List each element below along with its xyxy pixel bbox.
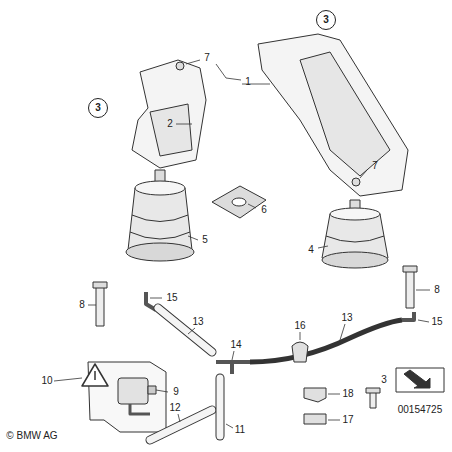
leader-line: [176, 124, 192, 125]
mount-ribs: [326, 236, 384, 242]
callout-number: 3: [95, 102, 101, 114]
mount-top: [330, 208, 380, 220]
callout-number: 1: [245, 76, 251, 88]
bolt-icon: [370, 392, 376, 408]
nut: [352, 178, 360, 186]
callout-number: 2: [167, 118, 173, 130]
pad-hole: [232, 198, 246, 206]
mount-base: [126, 243, 194, 261]
bracket: [258, 34, 408, 196]
leader-line: [300, 332, 301, 340]
leader-line: [318, 246, 328, 248]
leader-line: [340, 324, 345, 340]
bolt-head: [403, 266, 417, 272]
callout-number: 13: [192, 316, 203, 328]
callout-number: 15: [431, 316, 442, 328]
t-piece: [216, 362, 250, 374]
callout-number: 3: [323, 14, 329, 26]
leader-line: [186, 60, 200, 64]
leader-line: [232, 351, 234, 360]
leader-line: [418, 320, 429, 322]
bolt-icon-head: [366, 388, 380, 393]
nut: [176, 62, 184, 70]
pad: [212, 186, 266, 218]
drawing-note: © BMW AG: [6, 430, 57, 442]
leader-line: [328, 394, 340, 395]
callout-circle: 3: [88, 98, 108, 118]
mount-base: [322, 252, 388, 268]
hose-inner: [158, 308, 212, 352]
hose: [158, 308, 212, 352]
leader-line: [54, 378, 82, 381]
callout-number: 7: [372, 160, 378, 172]
bolt: [406, 270, 414, 308]
hose-inner: [217, 378, 224, 436]
bracket-face: [300, 52, 390, 176]
bolt-head: [93, 282, 107, 288]
bracket: [132, 60, 206, 168]
callout-number: 5: [202, 234, 208, 246]
callout-number: 8: [434, 284, 440, 296]
callout-number: 4: [308, 244, 314, 256]
callout-number: 16: [294, 320, 305, 332]
callout-number: 12: [169, 402, 180, 414]
leader-line: [156, 390, 168, 392]
leader-line: [150, 298, 162, 299]
hose-inner: [150, 410, 212, 440]
hose: [250, 320, 402, 362]
leader-line: [178, 414, 180, 422]
icon-box: [396, 368, 444, 392]
bracket-face: [150, 104, 192, 156]
warning-label: [82, 364, 108, 386]
mount-top: [135, 181, 185, 195]
mount-ribs: [130, 215, 190, 239]
warning-mark: [94, 371, 96, 380]
arrow-icon: [404, 370, 430, 388]
leader-line: [416, 290, 430, 291]
valve-outlet: [130, 404, 150, 414]
leader-line: [216, 64, 241, 80]
drawing-note: 00154725: [398, 404, 443, 416]
leader-line: [88, 305, 96, 306]
callout-number: 11: [235, 424, 245, 436]
leader-line: [328, 420, 340, 421]
callout-number: 14: [230, 339, 241, 351]
leader-line: [226, 424, 233, 428]
callout-number: 7: [204, 52, 210, 64]
leader-line: [248, 204, 256, 208]
vacuum-valve: [118, 378, 148, 404]
callout-number: 10: [41, 375, 52, 387]
leader-line: [188, 236, 198, 240]
callout-number: 17: [342, 414, 353, 426]
clip: [304, 414, 326, 424]
bolt: [96, 286, 104, 326]
leader-lines: [54, 60, 430, 428]
callout-number: 13: [341, 312, 352, 324]
elbow-fitting: [402, 312, 414, 320]
callout-number: 9: [173, 386, 179, 398]
clip: [292, 342, 308, 362]
callout-circle: 3: [316, 10, 336, 30]
hose: [150, 410, 212, 440]
callout-number: 15: [166, 292, 177, 304]
valve-port: [148, 386, 156, 394]
callout-number: 18: [342, 388, 353, 400]
callout-number: 3: [381, 374, 387, 386]
callout-number: 6: [261, 204, 267, 216]
hose: [216, 378, 225, 436]
leader-line: [188, 328, 195, 334]
clip: [304, 388, 326, 402]
leader-line: [360, 170, 367, 178]
callout-number: 8: [79, 299, 85, 311]
